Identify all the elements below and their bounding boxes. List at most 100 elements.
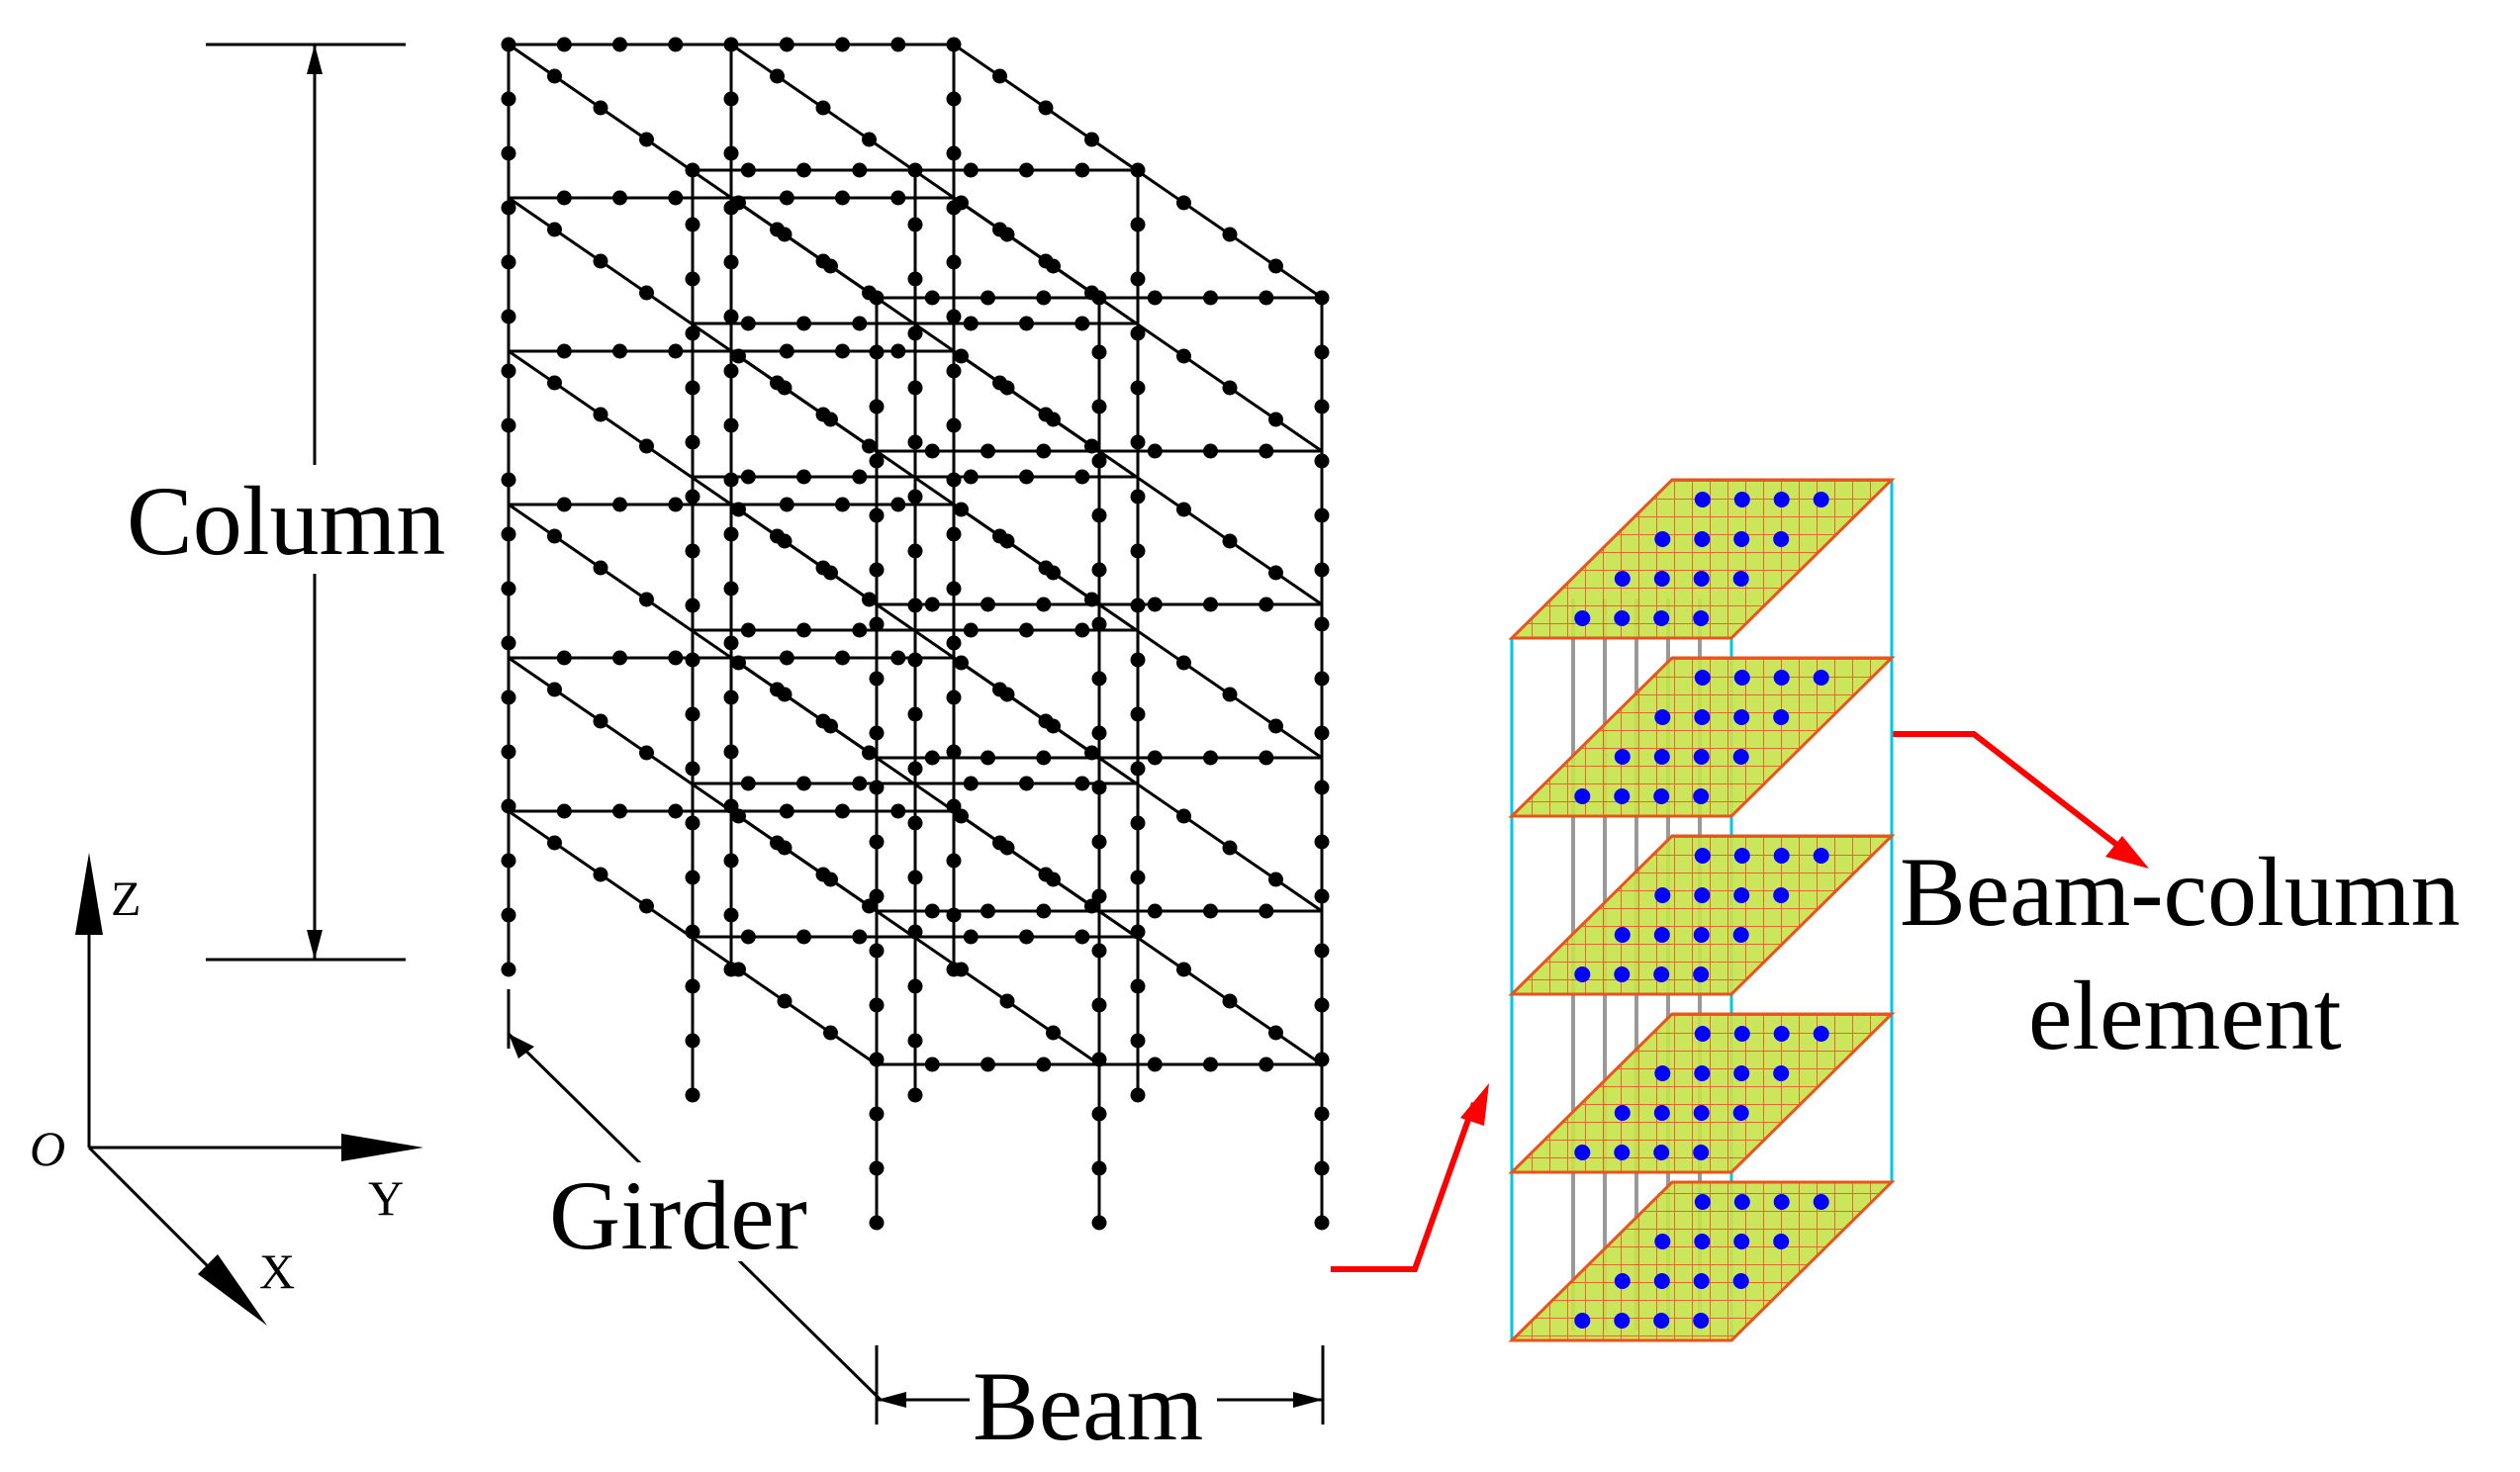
frame-node (1130, 598, 1146, 613)
frame-node (946, 254, 962, 270)
frame-node (1147, 903, 1163, 919)
frame-node (779, 190, 794, 206)
frame-node (501, 472, 516, 488)
frame-node (770, 375, 785, 391)
frame-node (685, 652, 700, 668)
frame-node (1091, 562, 1107, 578)
frame-node (796, 316, 811, 331)
frame-node (869, 943, 885, 959)
frame-node (779, 803, 794, 819)
frame-node (1130, 1087, 1146, 1103)
frame-node (869, 616, 885, 632)
frame-node (501, 417, 516, 433)
frame-node (685, 380, 700, 396)
frame-node (1091, 943, 1107, 959)
frame-node (723, 37, 739, 52)
frame-node (1130, 706, 1146, 722)
frame-node (924, 597, 940, 612)
frame-node (999, 993, 1015, 1009)
frame-node (668, 803, 684, 819)
frame-node (1130, 434, 1146, 450)
fiber-point (1693, 927, 1710, 943)
fiber-point (1653, 1105, 1670, 1121)
frame-node (1314, 616, 1330, 632)
frame-node (501, 635, 516, 651)
girder-label: Girder (549, 1160, 807, 1270)
fiber-point (1614, 571, 1631, 587)
frame-node (723, 91, 739, 107)
fiber-point (1653, 966, 1670, 982)
frame-node (1176, 962, 1191, 977)
frame-node (963, 622, 979, 638)
frame-node (501, 145, 516, 161)
frame-node (501, 907, 516, 923)
fiber-point (1693, 749, 1710, 765)
frame-node (1036, 597, 1052, 612)
frame-node (815, 713, 831, 729)
frame-node (1314, 344, 1330, 360)
frame-node (835, 803, 850, 819)
frame-node (954, 195, 969, 211)
frame-node (612, 803, 627, 819)
frame-node (1314, 997, 1330, 1013)
fiber-point (1732, 1273, 1749, 1289)
frame-node (1046, 1025, 1061, 1041)
frame-node (740, 776, 756, 791)
frame-node (639, 592, 654, 607)
frame-node (501, 690, 516, 705)
frame-node (1074, 469, 1090, 485)
frame-node (1203, 750, 1218, 766)
frame-node (556, 37, 572, 52)
frame-node (1084, 898, 1099, 914)
frame-node (1130, 815, 1146, 831)
fiber-point (1813, 848, 1829, 864)
frame-node (980, 903, 995, 919)
frame-node (1019, 162, 1034, 178)
frame-node (1314, 888, 1330, 904)
frame-node (796, 929, 811, 945)
frame-node (1222, 993, 1238, 1009)
frame-node (547, 528, 562, 544)
frame-node (723, 526, 739, 542)
frame-node (963, 776, 979, 791)
frame-node (946, 581, 962, 597)
frame-node (779, 343, 794, 359)
axis-x-label: X (259, 1243, 295, 1299)
frame-node (501, 962, 516, 977)
frame-node (1074, 162, 1090, 178)
frame-node (992, 222, 1007, 237)
frame-node (1314, 834, 1330, 850)
frame-node (547, 375, 562, 391)
frame-node (685, 924, 700, 940)
girder-label-bg (544, 1162, 831, 1261)
fiber-point (1813, 1026, 1829, 1042)
frame-structure (501, 37, 1330, 1231)
frame-node (907, 978, 923, 994)
callout-arrow-left (1331, 1083, 1489, 1272)
frame-node (869, 834, 885, 850)
frame-node (723, 907, 739, 923)
frame-node (1222, 227, 1238, 242)
fiber-point (1773, 670, 1790, 686)
frame-node (980, 597, 995, 612)
frame-node (723, 690, 739, 705)
frame-node (1314, 290, 1330, 306)
frame-node (862, 592, 877, 607)
frame-node (946, 91, 962, 107)
frame-node (1147, 750, 1163, 766)
frame-node (593, 560, 608, 576)
beam-label-bg (970, 1355, 1217, 1459)
fiber-point (1732, 571, 1749, 587)
fiber-point (1694, 531, 1711, 547)
frame-node (685, 1087, 700, 1103)
fiber-point (1813, 492, 1829, 507)
frame-node (1084, 438, 1099, 454)
frame-node (796, 622, 811, 638)
frame-node (954, 808, 969, 824)
frame-node (1084, 745, 1099, 761)
frame-node (501, 254, 516, 270)
frame-node (639, 132, 654, 147)
frame-node (924, 903, 940, 919)
frame-node (740, 929, 756, 945)
